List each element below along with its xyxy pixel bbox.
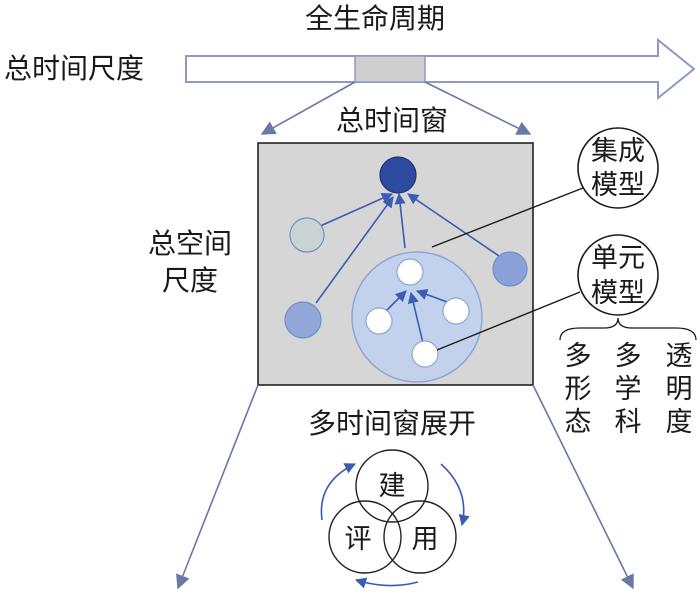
unit-model-line2: 模型 <box>591 278 645 309</box>
total-space-scale-label-line2: 尺度 <box>162 264 218 297</box>
integrated-model-line2: 模型 <box>591 170 645 201</box>
attribute-2-line2: 学 <box>615 374 642 405</box>
window-projection-left <box>260 81 356 135</box>
total-space-scale-label-line1: 总空间 <box>148 227 232 260</box>
left-blue-node <box>284 301 322 339</box>
attribute-1-line3: 态 <box>565 407 592 438</box>
cycle-arrow-right <box>440 463 470 527</box>
build-circle <box>355 449 429 523</box>
integrated-model-callout <box>577 127 659 209</box>
use-label: 用 <box>412 524 439 555</box>
unit-model-leader <box>436 291 581 351</box>
total-time-window-label: 总时间窗 <box>336 104 448 137</box>
edge-left-to-top <box>315 196 394 304</box>
edge-inner-bottom <box>407 291 424 344</box>
attributes-brace <box>559 317 697 341</box>
expansion-line-left <box>176 384 259 590</box>
multi-time-window-label: 多时间窗展开 <box>308 407 476 440</box>
integrated-model-leader <box>431 187 584 248</box>
attribute-3-line3: 度 <box>666 407 693 438</box>
cycle-arrow-bottom <box>354 577 419 589</box>
edge-inner-left <box>383 290 407 314</box>
edge-subsystem-to-top <box>394 192 406 249</box>
lifecycle-label: 全生命周期 <box>305 2 445 35</box>
attribute-1-line2: 形 <box>565 374 592 405</box>
timeline-arrow <box>185 37 696 101</box>
inner-top-node <box>396 258 424 286</box>
window-projection-right <box>424 81 532 135</box>
edge-inner-right <box>415 289 451 304</box>
evaluate-label: 评 <box>345 524 372 555</box>
top-integrated-node <box>379 156 417 194</box>
use-circle <box>383 500 457 574</box>
attribute-2-line3: 科 <box>615 407 642 438</box>
evaluate-circle <box>328 500 402 574</box>
attribute-3-line1: 透 <box>666 341 693 372</box>
time-window-marker <box>354 55 426 83</box>
edge-right-to-top <box>407 193 500 257</box>
integrated-model-line1: 集成 <box>591 136 645 167</box>
unit-model-callout <box>577 234 659 316</box>
attribute-2-line1: 多 <box>615 341 642 372</box>
total-time-scale-label: 总时间尺度 <box>4 52 144 85</box>
attribute-1-line1: 多 <box>565 341 592 372</box>
build-label: 建 <box>379 471 406 502</box>
cycle-arrow-left <box>320 463 357 521</box>
inner-bottom-unit-node <box>411 340 439 368</box>
attribute-3-line2: 明 <box>666 374 693 405</box>
right-blue-node <box>492 251 528 287</box>
inner-right-node <box>442 297 470 325</box>
gray-node <box>289 217 325 253</box>
inner-left-node <box>365 307 393 335</box>
edge-gray-to-top <box>317 192 394 228</box>
expansion-line-right <box>532 384 634 590</box>
unit-model-line1: 单元 <box>591 243 645 274</box>
